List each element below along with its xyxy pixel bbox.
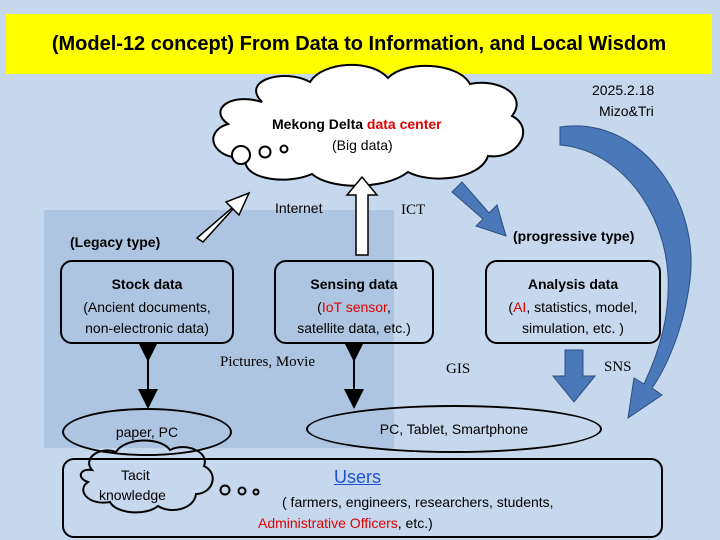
users-line1: ( farmers, engineers, researchers, stude…	[282, 494, 554, 510]
administrative-officers-highlight: Administrative Officers	[258, 515, 398, 531]
sns-label: SNS	[604, 359, 632, 375]
analysis-data-line1: (AI, statistics, model,	[508, 299, 638, 315]
paper-pc-ellipse: paper, PC	[62, 408, 232, 456]
stock-to-cloud-arrow	[195, 191, 251, 243]
tacit-bubble-medium	[237, 486, 247, 496]
iot-sensor-highlight: IoT sensor	[321, 299, 387, 315]
sensing-to-cloud-arrow	[345, 175, 379, 256]
cloud-bubble-medium	[258, 145, 272, 159]
users-box	[62, 458, 663, 538]
users-title: Users	[334, 467, 382, 487]
curved-feedback-arrow	[559, 125, 692, 420]
cloud-to-analysis-arrow	[451, 181, 507, 237]
legacy-panel	[44, 210, 394, 448]
paper-pc-label: paper, PC	[115, 424, 179, 440]
title-bar: (Model-12 concept) From Data to Informat…	[6, 14, 712, 74]
analysis-to-devices-arrow	[551, 349, 597, 403]
pictures-movie-label: Pictures, Movie	[220, 354, 315, 370]
analysis-data-box: Analysis data (AI, statistics, model, si…	[485, 260, 661, 344]
tacit-knowledge-line2: knowledge	[99, 487, 166, 503]
stock-data-title: Stock data	[111, 276, 183, 292]
digital-devices-ellipse: PC, Tablet, Smartphone	[306, 405, 602, 453]
tacit-knowledge-line1: Tacit	[121, 467, 150, 483]
ai-highlight: AI	[513, 299, 527, 315]
data-center-title: Mekong Delta data center	[272, 116, 442, 132]
gis-label: GIS	[446, 361, 471, 377]
page-title: (Model-12 concept) From Data to Informat…	[51, 32, 667, 55]
sensing-data-title: Sensing data	[310, 276, 398, 292]
authors-label: Mizo&Tri	[599, 103, 654, 119]
sensing-data-box: Sensing data (IoT sensor, satellite data…	[274, 260, 434, 344]
tacit-bubble-large	[219, 484, 231, 496]
stock-data-line1: (Ancient documents,	[83, 299, 211, 315]
cloud-bubble-large	[231, 145, 251, 165]
cloud-bubble-small	[279, 144, 289, 154]
stock-data-line2: non-electronic data)	[85, 320, 209, 336]
analysis-data-line2: simulation, etc. )	[522, 320, 624, 336]
progressive-type-label: (progressive type)	[513, 228, 635, 244]
data-center-subtitle: (Big data)	[332, 137, 393, 153]
legacy-type-label: (Legacy type)	[70, 234, 161, 250]
ict-label: ICT	[401, 202, 426, 218]
tacit-bubble-small	[252, 488, 260, 496]
data-center-highlight: data center	[366, 116, 442, 132]
internet-label: Internet	[275, 200, 323, 216]
sensing-data-line1: (IoT sensor,	[317, 299, 391, 315]
sensing-data-line2: satellite data, etc.)	[297, 320, 411, 336]
date-label: 2025.2.18	[592, 82, 655, 98]
digital-devices-label: PC, Tablet, Smartphone	[379, 421, 529, 437]
data-center-cloud	[212, 64, 525, 187]
stock-data-box: Stock data (Ancient documents, non-elect…	[60, 260, 234, 344]
users-line2: Administrative Officers, etc.)	[258, 515, 433, 531]
analysis-data-title: Analysis data	[527, 276, 619, 292]
